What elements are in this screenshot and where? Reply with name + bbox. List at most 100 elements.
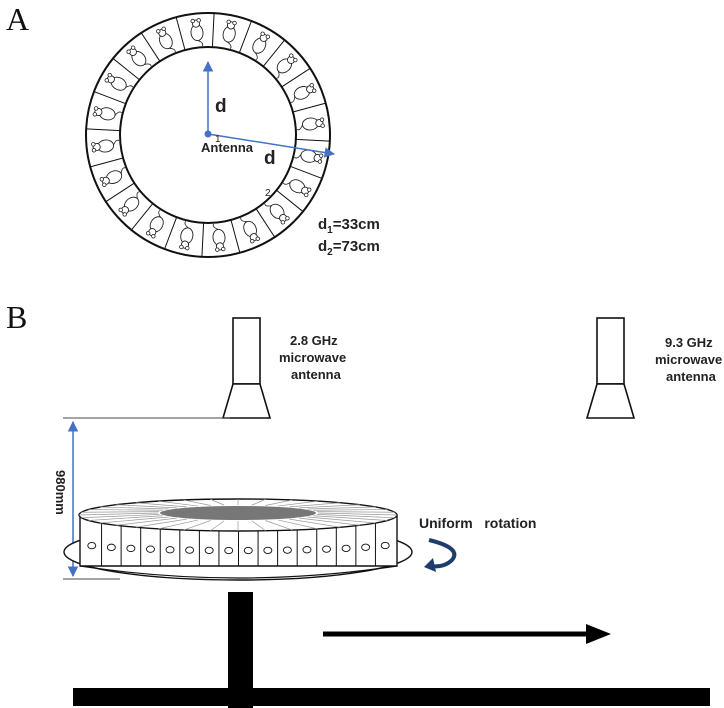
center-disc: [160, 506, 316, 520]
top-spoke: [116, 517, 177, 526]
panel-b-letter: B: [6, 299, 27, 335]
top-spoke: [316, 511, 395, 513]
mouse-icon: [179, 220, 194, 251]
mouse-icon: [276, 53, 298, 79]
cage-divider: [140, 32, 161, 62]
top-spokes: [78, 498, 398, 532]
cage-ring: [85, 12, 331, 258]
mouse-icon: [118, 191, 140, 217]
cage-divider: [105, 182, 135, 203]
cage-divider: [201, 222, 205, 257]
top-spoke: [277, 500, 318, 507]
mouse-icon: [190, 18, 204, 47]
top-spoke: [100, 506, 169, 510]
mouse-icon: [212, 223, 226, 252]
mouse-icon: [126, 45, 152, 67]
mouse-icon: [104, 72, 134, 91]
cage-divider: [211, 13, 215, 48]
cage-divider: [86, 128, 121, 132]
top-spoke: [313, 509, 388, 511]
mouse-icon: [156, 26, 176, 53]
top-spoke: [299, 504, 360, 509]
cage-divider: [290, 165, 323, 179]
top-spoke: [316, 514, 395, 519]
cage-vent-hole: [302, 546, 312, 554]
cage-divider: [112, 58, 140, 81]
cage-divider: [238, 20, 252, 53]
cage-vent-hole: [361, 543, 371, 551]
top-spoke: [251, 498, 266, 506]
d1-label: d1=33cm: [318, 216, 380, 236]
top-spoke: [210, 498, 225, 506]
mouse-icon: [145, 209, 164, 239]
cage-divider: [175, 17, 186, 51]
cage-vent-hole: [146, 545, 155, 553]
ground-bar: [73, 688, 710, 706]
rotation-label: Uniform rotation: [419, 515, 536, 531]
top-spoke: [313, 515, 388, 521]
top-spoke: [289, 518, 341, 528]
cage-divider: [262, 39, 285, 67]
top-spoke: [88, 509, 163, 511]
mouse-icon: [91, 139, 120, 153]
mouse-icon: [240, 217, 260, 244]
cage-divider: [295, 138, 330, 142]
front-cages: [87, 523, 390, 566]
marker-1: 1: [215, 134, 221, 145]
cage-vent-hole: [185, 546, 195, 554]
top-spoke: [265, 520, 293, 531]
antenna-2-8ghz: [221, 317, 272, 419]
antenna-right-line2: microwave: [655, 352, 722, 367]
top-spoke: [277, 519, 318, 530]
cage-vent-hole: [282, 546, 292, 554]
cage-vent-hole: [204, 546, 214, 555]
mice-group: [91, 18, 325, 252]
top-spoke: [317, 512, 398, 516]
mouse-icon: [252, 31, 271, 61]
mouse-icon: [282, 179, 312, 198]
marker-2: 2: [265, 188, 271, 199]
cage-vent-hole: [126, 544, 136, 553]
top-spoke: [158, 500, 199, 507]
cage-dividers: [86, 13, 330, 257]
top-spoke: [183, 499, 211, 506]
top-spoke: [265, 499, 293, 506]
rotation-arrow: [424, 538, 457, 572]
mouse-icon: [99, 167, 126, 187]
top-spoke: [299, 517, 360, 526]
cage-vent-hole: [87, 541, 97, 550]
cage-vent-hole: [341, 544, 351, 553]
top-spoke: [81, 514, 160, 519]
antenna-left-line1: 2.8 GHz: [290, 333, 338, 348]
top-spoke: [210, 520, 225, 532]
turntable: [63, 498, 413, 581]
top-spoke: [116, 504, 177, 509]
cage-divider: [230, 219, 241, 253]
antenna-left-line2: microwave: [279, 350, 346, 365]
cage-divider: [292, 102, 326, 113]
cage-vent-hole: [322, 545, 331, 553]
cage-divider: [90, 157, 124, 168]
cage-vent-hole: [165, 546, 175, 554]
antenna-right-line3: antenna: [666, 369, 717, 384]
cage-vent-hole: [263, 546, 273, 555]
radius-label-vertical: d: [215, 96, 227, 117]
antenna-right-line1: 9.3 GHz: [665, 335, 713, 350]
top-spoke: [183, 520, 211, 531]
d2-label: d2=73cm: [318, 238, 380, 258]
antenna-9-3ghz: [585, 317, 636, 419]
radius-label-diagonal: d: [264, 148, 276, 169]
top-spoke: [88, 515, 163, 521]
panel-a-letter: A: [6, 1, 29, 37]
mouse-icon: [222, 19, 237, 50]
mouse-icon: [264, 203, 290, 225]
top-spoke: [307, 516, 376, 524]
mouse-icon: [290, 83, 317, 103]
antenna-center-dot: [204, 130, 212, 138]
top-spoke: [251, 520, 266, 532]
top-spoke: [100, 516, 169, 524]
top-spoke: [135, 502, 187, 508]
antenna-center-label: Antenna: [201, 140, 254, 155]
top-spoke: [158, 519, 199, 530]
mouse-icon: [296, 117, 325, 131]
